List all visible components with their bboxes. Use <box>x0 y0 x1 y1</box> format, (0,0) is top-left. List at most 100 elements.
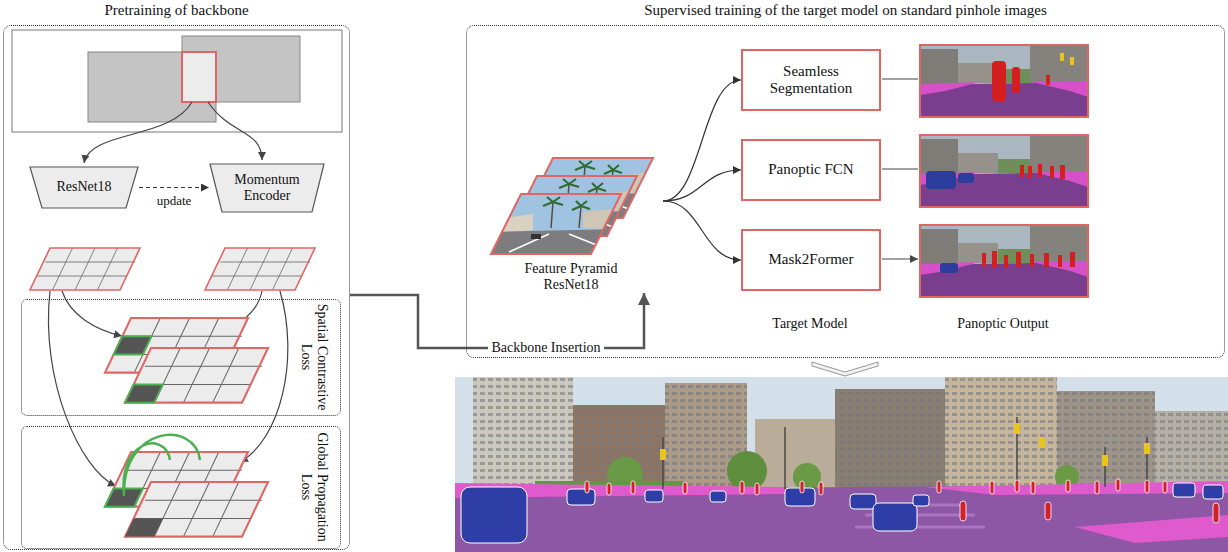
contrast-grids <box>125 384 163 402</box>
panorama-image <box>835 389 945 487</box>
label-holder: Panoptic Output <box>893 316 1113 333</box>
edge-label: update <box>154 193 195 208</box>
panorama-image <box>461 483 1223 543</box>
panorama-image <box>850 494 876 509</box>
loss-box: Spatial Contrastive Loss <box>21 299 341 416</box>
encoder-name: Momentum Encoder <box>227 172 307 204</box>
panorama-image <box>1213 503 1219 523</box>
panorama-image <box>1039 437 1045 448</box>
panorama-image <box>1015 480 1019 492</box>
panel-title: Supervised training of the target model … <box>467 2 1224 19</box>
panorama-image <box>1163 481 1167 493</box>
output-arrow <box>882 79 918 259</box>
trapezoid-outline <box>210 164 324 212</box>
encoder-trapezoid: Momentum Encoder <box>209 163 325 213</box>
panoptic-output-image <box>1046 75 1050 85</box>
contrast-grids <box>114 336 152 354</box>
panoptic-output-image <box>1060 165 1065 179</box>
edge-label: Backbone Insertion <box>488 340 603 355</box>
dotted-panel: Supervised training of the target model … <box>466 25 1225 358</box>
panorama-image <box>755 483 759 495</box>
model-name: Mask2Former <box>769 251 854 268</box>
panoptic-output-image <box>920 135 1088 207</box>
panorama-image <box>1203 485 1223 499</box>
panorama-image <box>960 501 966 521</box>
panorama-image <box>473 377 573 485</box>
trapezoid-outline <box>30 167 138 208</box>
pyramid-image <box>491 194 621 254</box>
panorama-image <box>1095 481 1099 494</box>
panoptic-output-image <box>992 251 997 267</box>
panoptic-output-image <box>1016 252 1021 267</box>
panoptic-output-image <box>1012 67 1020 93</box>
panorama-image <box>1075 515 1228 543</box>
connector <box>663 201 741 260</box>
model-box: Seamless Segmentation <box>741 49 881 111</box>
propagation-grids <box>105 435 268 537</box>
pyramid-image <box>491 194 621 254</box>
propagation-grids <box>125 482 268 537</box>
panoptic-output-image <box>920 225 1088 297</box>
model-box: Panoptic FCN <box>741 139 881 201</box>
loss-name: Spatial Contrastive Loss <box>298 302 330 414</box>
panoptic-output-image <box>1070 57 1074 65</box>
loss-arrow <box>48 291 116 486</box>
label-holder: Backbone Insertion <box>436 340 656 357</box>
pyramid-image <box>491 158 653 254</box>
panorama-image <box>455 485 1228 552</box>
panorama-image <box>585 479 1219 523</box>
panorama-image <box>1031 481 1035 494</box>
panoptic-output-image <box>920 45 1088 297</box>
model-box: Mask2Former <box>741 229 881 291</box>
feature-grid <box>30 248 140 290</box>
panorama-image <box>1155 411 1228 487</box>
panoptic-output-image <box>1020 165 1024 177</box>
panoptic-output-image <box>982 253 986 267</box>
backbone-name: Feature Pyramid ResNet18 <box>514 261 629 293</box>
panorama-image <box>607 483 611 495</box>
panoptic-output-image <box>926 171 956 189</box>
contrast-grids <box>125 348 268 403</box>
panorama-image <box>1144 443 1150 454</box>
contrast-grids <box>105 318 268 403</box>
panorama-image <box>567 489 595 505</box>
panorama-image <box>461 487 527 543</box>
panorama-image <box>710 491 726 502</box>
panorama-image <box>1102 455 1108 466</box>
panorama-image <box>873 503 917 531</box>
panoptic-output-image <box>920 45 1088 117</box>
contrast-grids <box>125 348 268 403</box>
propagation-grids <box>123 435 200 496</box>
panorama-image <box>913 495 929 506</box>
pyramid-image <box>491 194 621 254</box>
crop-views <box>182 36 300 102</box>
panoptic-output-image <box>940 263 958 273</box>
panoptic-output-image <box>958 173 974 183</box>
down-chevron <box>812 362 878 376</box>
panorama-image <box>1045 502 1051 520</box>
propagation-grids <box>125 518 163 536</box>
pyramid-image <box>491 194 621 254</box>
view-arrow <box>84 102 192 163</box>
panorama-image <box>663 417 1147 489</box>
panoptic-output-image <box>920 45 1088 117</box>
connector <box>139 187 209 188</box>
panorama-image <box>835 389 945 487</box>
loss-arrow <box>62 291 122 336</box>
propagation-grids <box>125 482 268 537</box>
panoptic-output-image <box>920 45 1088 117</box>
panorama-image <box>455 377 1228 552</box>
panorama-image <box>727 451 767 491</box>
view-arrow <box>84 102 262 163</box>
panorama-image <box>800 481 804 493</box>
model-name: Panoptic FCN <box>768 161 853 178</box>
panorama-image <box>1066 480 1070 492</box>
feature-pyramid: Feature Pyramid ResNet18 <box>479 151 663 293</box>
panoptic-output-image <box>1028 166 1032 178</box>
panoptic-output-image <box>1058 255 1062 267</box>
panorama-image <box>990 481 994 494</box>
panoptic-output-image <box>920 225 1088 297</box>
panorama-image <box>1155 411 1228 487</box>
